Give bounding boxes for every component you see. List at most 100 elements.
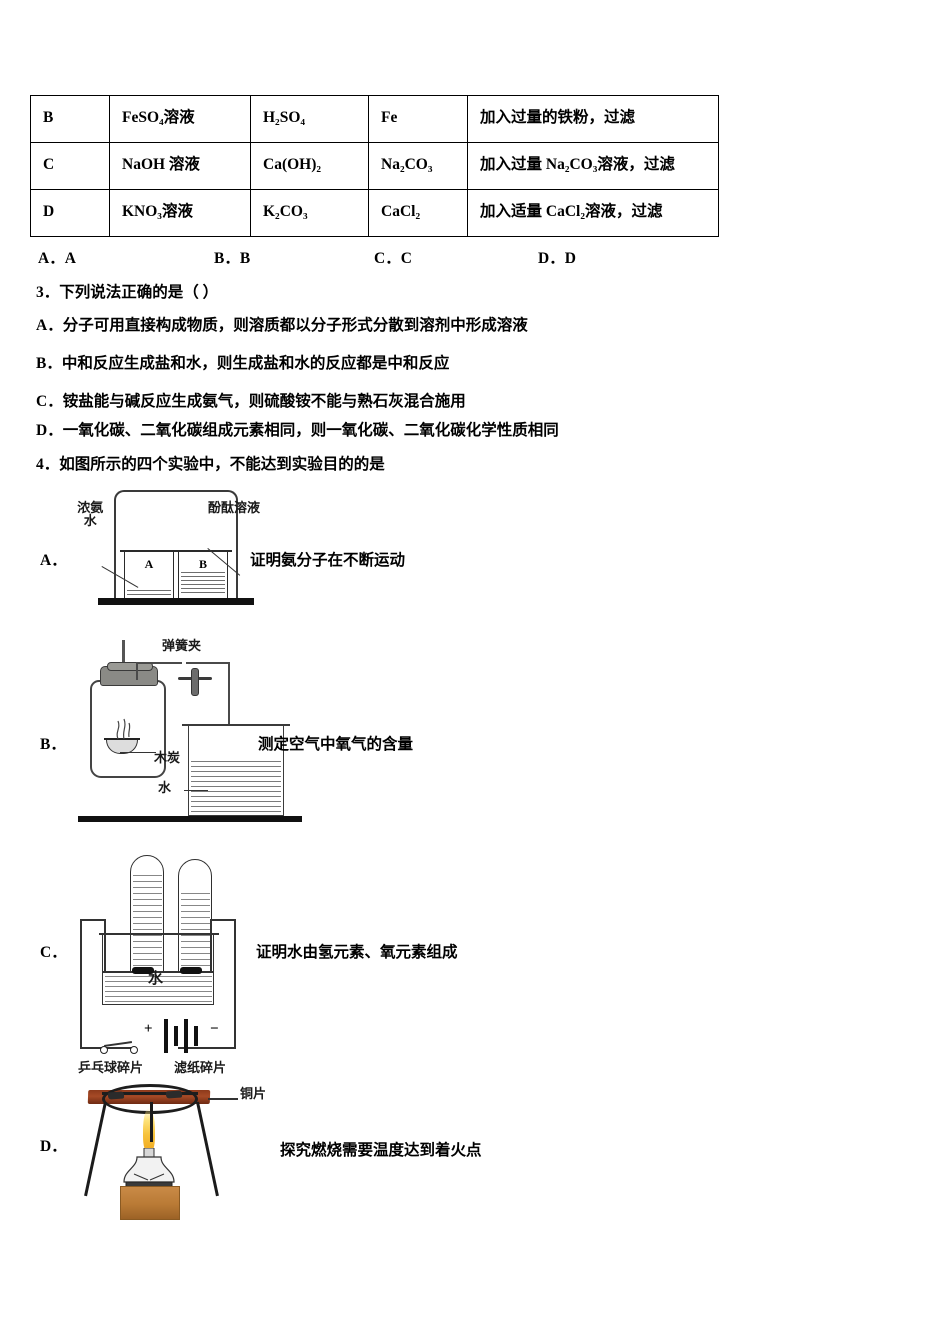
wood-block-icon [120, 1186, 180, 1220]
answer-choice-b[interactable]: B．B [214, 250, 251, 267]
label-negative-terminal: − [210, 1021, 219, 1037]
cell-substance: NaOH 溶液 [109, 142, 251, 190]
label-water-c: 水 [148, 969, 164, 987]
experiment-b-label: B． [40, 736, 66, 753]
question-3-option-c[interactable]: C．铵盐能与碱反应生成氨气，则硫酸铵不能与熟石灰混合施用 [36, 393, 466, 410]
stand-base-icon [98, 598, 254, 605]
question-4-stem: 4．如图所示的四个实验中，不能达到实验目的的是 [36, 456, 385, 473]
question-3-option-a[interactable]: A．分子可用直接构成物质，则溶质都以分子形式分散到溶剂中形成溶液 [36, 317, 528, 334]
tube-right-gas [180, 888, 210, 972]
cell-impurity: K₂CO₃ [250, 189, 369, 237]
experiment-a-caption: 证明氨分子在不断运动 [250, 552, 406, 569]
cell-reagent: Fe [368, 95, 468, 143]
experiment-a-label: A． [40, 552, 67, 569]
tripod-leg-left [84, 1101, 107, 1197]
flame-icon [143, 1108, 155, 1152]
cell-method: 加入过量 Na₂CO₃溶液，过滤 [467, 142, 719, 190]
chip-filter-paper [165, 1090, 183, 1099]
cell-impurity: H₂SO₄ [250, 95, 369, 143]
table-row: B FeSO₄溶液 H₂SO₄ Fe 加入过量的铁粉，过滤 [30, 95, 719, 143]
label-copper-plate: 铜片 [240, 1087, 267, 1102]
wire-left-top [80, 919, 106, 921]
answer-choice-c[interactable]: C．C [374, 250, 412, 267]
experiment-b-figure: 弹簧夹 木炭 水 [62, 640, 312, 826]
cell-substance: KNO₃溶液 [109, 189, 251, 237]
experiment-c-label: C． [40, 944, 67, 961]
wire-bottom-right [178, 1047, 236, 1049]
tube-segment-horizontal-right [186, 662, 230, 665]
smoke-icon [116, 718, 131, 740]
electrode-right-icon [180, 967, 202, 974]
alcohol-lamp-icon [123, 1148, 175, 1188]
cell-impurity: Ca(OH)₂ [250, 142, 369, 190]
label-spring-clip: 弹簧夹 [162, 639, 202, 654]
question-3-option-b[interactable]: B．中和反应生成盐和水，则生成盐和水的反应都是中和反应 [36, 355, 450, 372]
experiment-b-caption: 测定空气中氧气的含量 [258, 736, 414, 753]
wire-right [234, 919, 236, 1049]
beaker-b-letter: B [198, 557, 207, 571]
label-pingpong-fragments: 乒乓球碎片 [78, 1061, 144, 1076]
beaker-b-icon: B [174, 550, 232, 599]
leader-line-water-b [184, 790, 208, 792]
tripod-leg-center [150, 1102, 153, 1142]
cell-method: 加入过量的铁粉，过滤 [467, 95, 719, 143]
beaker-a-letter: A [144, 557, 154, 571]
question-3-option-d[interactable]: D．一氧化碳、二氧化碳组成元素相同，则一氧化碳、二氧化碳化学性质相同 [36, 422, 559, 439]
cell-option: C [30, 142, 110, 190]
cell-option: D [30, 189, 110, 237]
cell-method: 加入适量 CaCl₂溶液，过滤 [467, 189, 719, 237]
leader-line-charcoal [120, 752, 156, 754]
label-concentrated-ammonia: 浓氨水 [77, 501, 104, 530]
answer-choice-d[interactable]: D．D [538, 250, 576, 267]
tripod-leg-right [196, 1101, 219, 1197]
electrode-left-icon [132, 967, 154, 974]
gas-collection-tube-right [178, 859, 212, 973]
answer-choice-row: A．A B．B C．C D．D [38, 246, 618, 268]
cell-option: B [30, 95, 110, 143]
experiment-c-figure: + − 水 [74, 855, 254, 1054]
wire-right-top [210, 919, 236, 921]
label-positive-terminal: + [144, 1021, 153, 1037]
label-charcoal: 木炭 [154, 751, 181, 766]
switch-icon[interactable] [100, 1041, 140, 1054]
water-surface-line [103, 971, 213, 973]
bench-base-icon [78, 816, 302, 822]
wire-left-down [104, 919, 106, 973]
tube-left-gas [132, 870, 162, 972]
experiment-d-figure: 乒乓球碎片 滤纸碎片 铜片 [78, 1061, 308, 1220]
beaker-a-icon: A [120, 550, 178, 599]
question-3-stem: 3．下列说法正确的是（ ） [36, 284, 219, 301]
answer-choice-a[interactable]: A．A [38, 250, 76, 267]
iron-ring-bar-icon [102, 1092, 198, 1095]
chip-pingpong [107, 1091, 125, 1100]
beaker-b-liquid [181, 569, 225, 596]
label-phenolphthalein-solution: 酚酞溶液 [208, 501, 261, 516]
tube-segment-horizontal-left [136, 662, 182, 665]
leader-line-copper [208, 1098, 238, 1100]
cell-reagent: CaCl₂ [368, 189, 468, 237]
purification-options-table: B FeSO₄溶液 H₂SO₄ Fe 加入过量的铁粉，过滤 C NaOH 溶液 … [30, 95, 719, 237]
label-water-b: 水 [158, 781, 172, 796]
wire-right-down [210, 919, 212, 973]
tube-segment-vertical-right [228, 662, 231, 784]
experiment-c-caption: 证明水由氢元素、氧元素组成 [256, 944, 458, 961]
cell-reagent: Na₂CO₃ [368, 142, 468, 190]
gas-collection-tube-left [130, 855, 164, 973]
battery-icon [160, 1019, 204, 1053]
experiment-d-label: D． [40, 1138, 67, 1155]
gas-bottle-icon [90, 680, 166, 778]
wire-left [80, 919, 82, 1049]
label-filter-paper-fragments: 滤纸碎片 [174, 1061, 227, 1076]
bell-jar-icon [114, 490, 238, 600]
beaker-icon [182, 724, 290, 816]
beaker-water [191, 757, 281, 813]
rubber-stopper-icon [100, 662, 158, 686]
wire-bottom-left [80, 1047, 136, 1049]
tube-segment-vertical-left [136, 662, 139, 680]
table-row: C NaOH 溶液 Ca(OH)₂ Na₂CO₃ 加入过量 Na₂CO₃溶液，过… [30, 142, 719, 190]
experiment-d-caption: 探究燃烧需要温度达到着火点 [280, 1142, 482, 1159]
table-row: D KNO₃溶液 K₂CO₃ CaCl₂ 加入适量 CaCl₂溶液，过滤 [30, 189, 719, 237]
spring-clip-icon [178, 668, 212, 696]
beaker-a-liquid [127, 587, 171, 596]
